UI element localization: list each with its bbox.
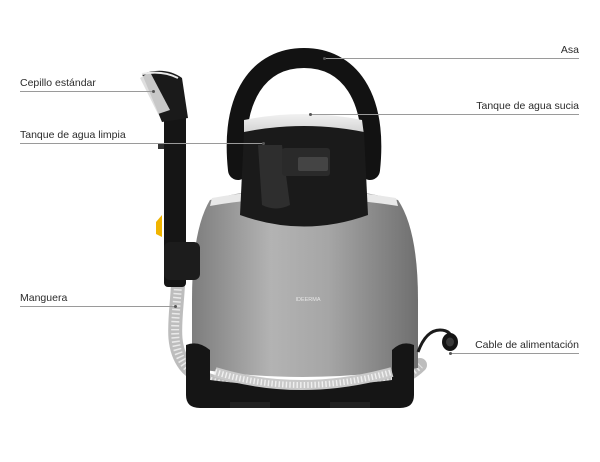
base <box>186 343 414 408</box>
callout-dot-cable <box>449 352 452 355</box>
label-cable: Cable de alimentación <box>475 339 579 351</box>
standard-brush <box>140 70 188 122</box>
callout-dot-tanque-limpia <box>262 142 265 145</box>
handle <box>226 47 382 180</box>
label-tanque-sucia: Tanque de agua sucia <box>476 100 579 112</box>
power-cable <box>416 328 458 353</box>
brand-logo: IDEERMA <box>295 297 320 303</box>
label-tanque-limpia: Tanque de agua limpia <box>20 129 126 141</box>
callout-dot-cepillo <box>152 90 155 93</box>
label-cepillo: Cepillo estándar <box>20 77 96 89</box>
callout-line-cable <box>451 353 579 354</box>
clean-water-tank <box>156 112 200 287</box>
callout-dot-manguera <box>174 305 177 308</box>
callout-dot-tanque-sucia <box>309 113 312 116</box>
callout-line-tanque-sucia <box>312 114 579 115</box>
callout-line-manguera <box>20 306 176 307</box>
callout-dot-asa <box>323 57 326 60</box>
dirty-water-tank <box>240 114 368 227</box>
label-manguera: Manguera <box>20 292 68 304</box>
callout-line-asa <box>326 58 579 59</box>
callout-line-tanque-limpia <box>20 143 264 144</box>
callout-line-cepillo <box>20 91 154 92</box>
label-asa: Asa <box>560 44 579 56</box>
trigger-button <box>156 215 162 237</box>
